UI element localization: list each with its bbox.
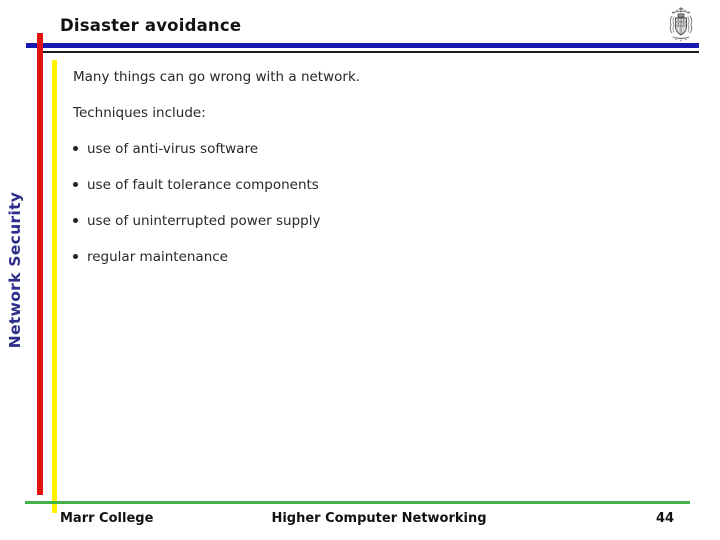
paragraph-text: Many things can go wrong with a network.: [73, 69, 361, 85]
list-item: use of fault tolerance components: [73, 177, 633, 213]
footer-course-name: Higher Computer Networking: [271, 511, 487, 526]
college-crest-icon: [669, 7, 693, 42]
page-title: Disaster avoidance: [60, 16, 242, 35]
bullet-text: use of fault tolerance components: [87, 177, 319, 193]
paragraph: Techniques include:: [73, 105, 633, 141]
bullet-list: use of anti-virus software use of fault …: [73, 141, 633, 285]
title-underline-blue: [26, 43, 699, 48]
body-text-block: Many things can go wrong with a network.…: [73, 69, 633, 285]
footer-page-number: 44: [656, 511, 675, 526]
bullet-text: regular maintenance: [87, 249, 228, 265]
sidebar-section-label: Network Security: [6, 191, 24, 349]
title-underline-thin: [40, 51, 699, 53]
footer-rule-green: [25, 501, 690, 504]
bullet-icon: [73, 218, 78, 223]
bullet-text: use of anti-virus software: [87, 141, 259, 157]
paragraph-text: Techniques include:: [73, 105, 206, 121]
left-accent-line-yellow: [52, 60, 57, 513]
bullet-icon: [73, 146, 78, 151]
paragraph: Many things can go wrong with a network.: [73, 69, 633, 105]
bullet-text: use of uninterrupted power supply: [87, 213, 321, 229]
list-item: use of uninterrupted power supply: [73, 213, 633, 249]
left-accent-line-red: [37, 33, 43, 495]
bullet-icon: [73, 182, 78, 187]
list-item: regular maintenance: [73, 249, 633, 285]
footer-school-name: Marr College: [60, 511, 154, 526]
bullet-icon: [73, 254, 78, 259]
paragraph-list: Many things can go wrong with a network.…: [73, 69, 633, 141]
list-item: use of anti-virus software: [73, 141, 633, 177]
